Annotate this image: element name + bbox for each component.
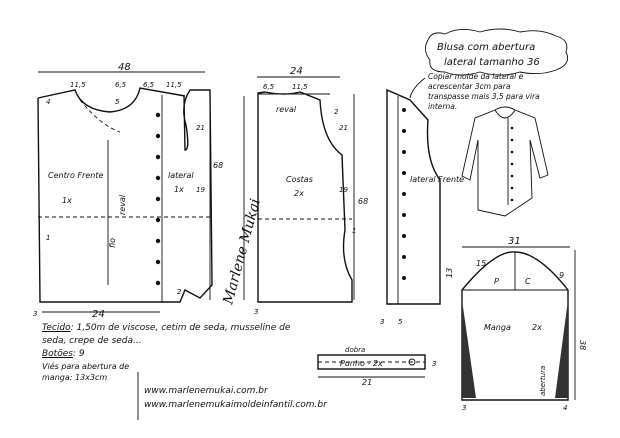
back-d68: 68 <box>358 197 368 206</box>
side-front-piece: lateral Frente 3 5 <box>380 88 464 326</box>
front-side-label: lateral <box>168 171 194 180</box>
sleeve-piece: 31 15 13 9 P C Manga 2x 38 abertura 3 4 <box>445 236 587 412</box>
botoes-value: 9 <box>78 349 85 359</box>
back-neck-b: 11,5 <box>292 83 308 91</box>
side-front-label: lateral Frente <box>410 175 464 184</box>
front-width-24: 24 <box>92 309 105 320</box>
sleeve-d15: 15 <box>476 259 486 268</box>
materials-block: Tecido: 1,50m de viscose, cetim de seda,… <box>42 323 291 382</box>
front-d4: 4 <box>46 98 50 106</box>
back-d19: 19 <box>339 186 348 194</box>
back-label: Costas <box>286 175 313 184</box>
sleeve-d13: 13 <box>445 268 454 278</box>
front-d21: 21 <box>196 124 205 132</box>
front-neck-b: 6,5 <box>143 81 155 89</box>
front-d2: 2 <box>177 288 182 296</box>
sleeve-width: 31 <box>508 236 521 247</box>
front-side-qty: 1x <box>174 185 184 194</box>
sleeve-d3-left: 3 <box>462 404 466 412</box>
blouse-sketch <box>461 106 549 217</box>
front-grain2: reval <box>118 194 127 215</box>
back-fold: reval <box>276 105 297 114</box>
sleeve-c: C <box>525 277 531 286</box>
sleeve-d9: 9 <box>559 271 564 280</box>
back-piece: 24 6,5 11,5 reval Costas 2x 21 19 68 2 1… <box>243 66 368 316</box>
front-label: Centro Frente <box>48 171 103 180</box>
construction-note: Copiar molde da lateral e acrescentar 3c… <box>428 72 540 111</box>
back-width-24: 24 <box>290 66 303 77</box>
tecido-label: Tecido <box>42 323 71 333</box>
side-buttons <box>402 108 406 280</box>
sleeve-qty: 2x <box>532 323 542 332</box>
title-line1: Blusa com abertura <box>437 42 535 53</box>
front-grain: fio <box>108 238 117 248</box>
cuff-length: 21 <box>362 378 372 387</box>
side-d3: 3 <box>380 318 384 326</box>
back-d21: 21 <box>339 124 348 132</box>
sleeve-label: Manga <box>484 323 511 332</box>
front-d3: 3 <box>33 310 37 318</box>
cuff-piece: dobra Punho - 2x 3 21 <box>317 346 436 387</box>
front-piece: 48 11,5 6,5 6,5 11,5 4 5 Centro Frente 1… <box>33 62 223 320</box>
title-cloud <box>425 28 569 76</box>
front-d19: 19 <box>196 186 205 194</box>
cuff-fold: dobra <box>345 346 365 354</box>
front-qty: 1x <box>62 196 72 205</box>
side-d5: 5 <box>398 318 403 326</box>
sleeve-p: P <box>494 277 499 286</box>
vies-value: Viés para abertura de manga: 13x3cm <box>42 362 130 382</box>
back-neck-a: 6,5 <box>263 83 275 91</box>
sleeve-d38: 38 <box>578 340 587 350</box>
tecido-value: 1,50m de viscose, cetim de seda, musseli… <box>42 323 291 346</box>
front-d1: 1 <box>46 234 50 242</box>
back-d3: 3 <box>254 308 258 316</box>
note-arrow <box>409 77 426 99</box>
site-link-2[interactable]: www.marlenemukaimoldeinfantil.com.br <box>144 400 327 410</box>
front-d68: 68 <box>213 161 223 170</box>
title-line2: lateral tamanho 36 <box>444 57 540 68</box>
back-d2: 2 <box>334 108 339 116</box>
sleeve-cuff-open: abertura <box>539 366 547 396</box>
site-link-1[interactable]: www.marlenemukai.com.br <box>144 386 268 396</box>
cuff-label: Punho - 2x <box>340 359 383 368</box>
front-neck-c: 11,5 <box>166 81 182 89</box>
sleeve-d4-right: 4 <box>563 404 567 412</box>
front-neck-a: 6,5 <box>115 81 127 89</box>
botoes-label: Botões <box>42 349 73 359</box>
front-d5: 5 <box>115 98 120 106</box>
cuff-height: 3 <box>432 360 436 368</box>
front-width-48: 48 <box>118 62 131 73</box>
front-neck-left: 11,5 <box>70 81 86 89</box>
back-qty: 2x <box>294 189 304 198</box>
front-buttons <box>155 112 161 286</box>
